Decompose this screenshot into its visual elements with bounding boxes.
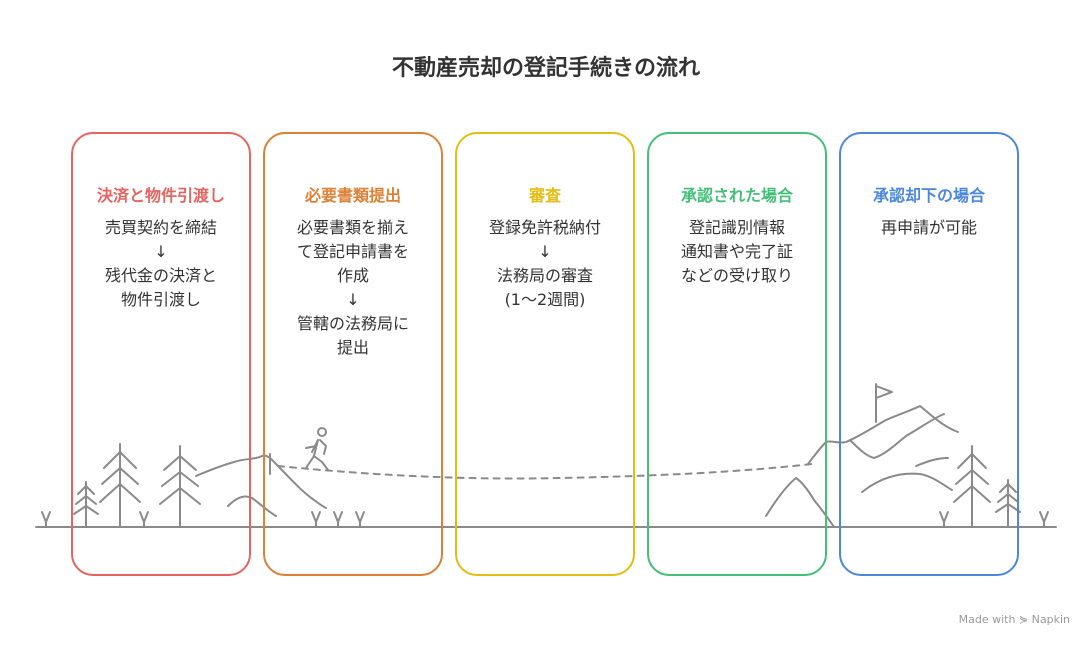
card-title: 承認された場合 — [680, 186, 793, 205]
card-title: 承認却下の場合 — [872, 186, 985, 205]
trail-path — [277, 463, 813, 480]
napkin-watermark: Made with ⋟ Napkin — [958, 613, 1070, 626]
pine-tree-icon — [159, 445, 201, 528]
step-card-rejected: 承認却下の場合 再申請が可能 — [839, 132, 1019, 576]
grass-icon — [1039, 511, 1049, 528]
card-body: 登記識別情報 通知書や完了証 などの受け取り — [680, 218, 793, 285]
grass-icon — [311, 511, 321, 528]
card-title: 決済と物件引渡し — [96, 186, 225, 205]
card-body: 再申請が可能 — [880, 218, 977, 237]
pine-tree-icon — [953, 445, 991, 528]
step-card-settlement: 決済と物件引渡し 売買契約を締結 ↓ 残代金の決済と 物件引渡し — [71, 132, 251, 576]
pine-tree-icon — [99, 443, 141, 528]
hiker-icon — [305, 427, 329, 471]
step-card-review: 審査 登録免許税納付 ↓ 法務局の審査 (1〜2週間) — [455, 132, 635, 576]
grass-icon — [939, 511, 949, 528]
grass-icon — [41, 511, 51, 528]
card-body: 売買契約を締結 ↓ 残代金の決済と 物件引渡し — [104, 218, 217, 309]
card-title: 必要書類提出 — [304, 186, 401, 205]
grass-icon — [139, 511, 149, 528]
flag-icon — [875, 383, 893, 423]
pine-tree-icon — [995, 479, 1021, 528]
card-title: 審査 — [528, 186, 561, 205]
grass-icon — [333, 511, 343, 528]
mountain-right — [765, 477, 835, 528]
grass-icon — [355, 511, 365, 528]
diagram-title: 不動産売却の登記手続きの流れ — [391, 56, 700, 81]
card-body: 登録免許税納付 ↓ 法務局の審査 (1〜2週間) — [488, 218, 601, 309]
step-card-documents: 必要書類提出 必要書類を揃え て登記申請書を 作成 ↓ 管轄の法務局に 提出 — [263, 132, 443, 576]
pine-tree-icon — [73, 481, 99, 528]
card-body: 必要書類を揃え て登記申請書を 作成 ↓ 管轄の法務局に 提出 — [296, 218, 409, 357]
step-card-approved: 承認された場合 登記識別情報 通知書や完了証 などの受け取り — [647, 132, 827, 576]
